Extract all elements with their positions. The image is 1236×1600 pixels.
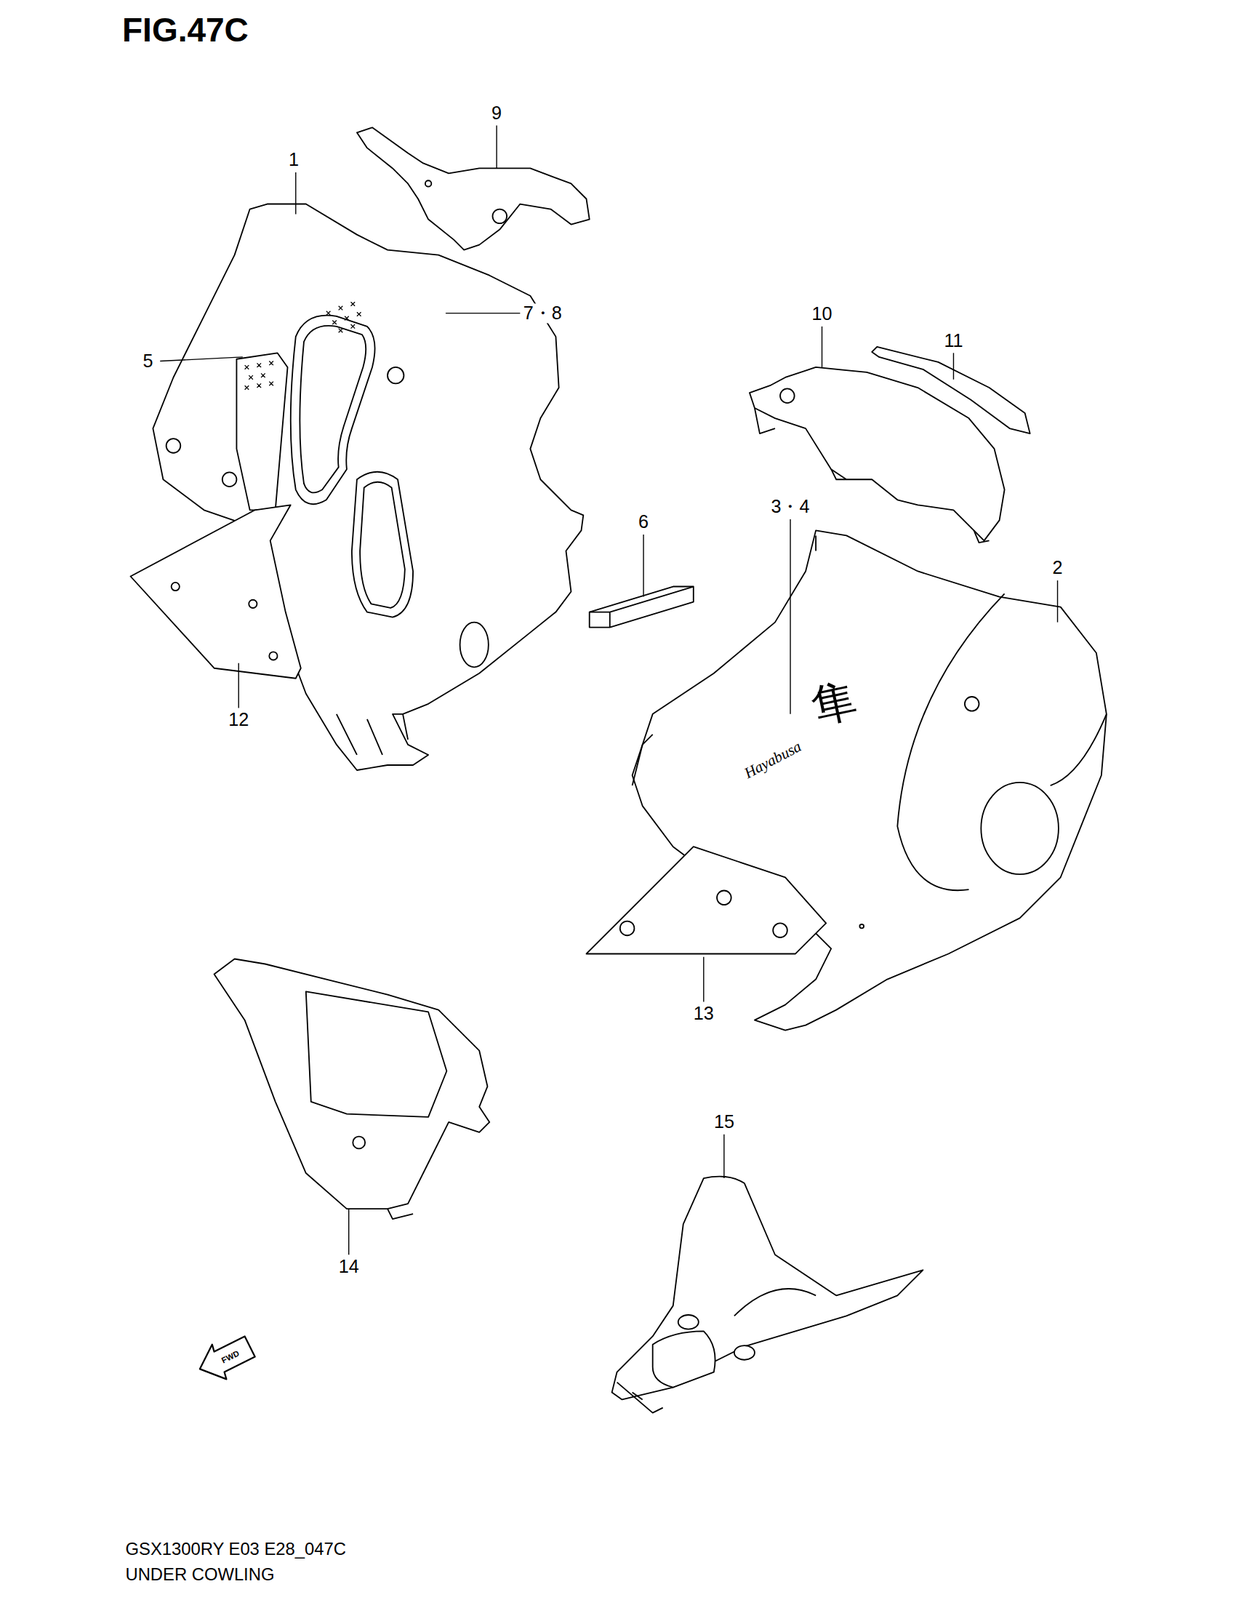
lower-cowling-part: [612, 1176, 924, 1413]
figure-caption: UNDER COWLING: [125, 1565, 275, 1583]
inner-cowling-part: [152, 204, 584, 770]
callout-number: 3・4: [769, 496, 811, 517]
callout-number: 7・8: [522, 303, 564, 323]
callout-number: 5: [141, 351, 155, 371]
decal-text: 隼: [807, 676, 861, 730]
lower-panel-part: [586, 846, 827, 954]
callout-number: 6: [636, 512, 650, 533]
callout-number: 12: [226, 710, 251, 730]
callout-number: 15: [712, 1111, 736, 1132]
callout-number: 11: [942, 330, 965, 351]
drawing-code: GSX1300RY E03 E28_047C: [125, 1539, 347, 1558]
side-panel-part: [130, 504, 302, 678]
callout-number: 2: [1050, 558, 1064, 579]
bracket-part: [356, 127, 590, 250]
callout-number: 13: [692, 1004, 716, 1024]
inner-lower-part: [214, 958, 491, 1219]
callout-number: 10: [809, 303, 834, 324]
leader-lines: [159, 125, 1058, 1255]
trim-strip-part: [871, 346, 1030, 434]
figure-title: FIG.47C: [122, 13, 249, 47]
under-cowling-part: [632, 530, 1107, 1030]
sponge-block-part: [589, 586, 694, 628]
callout-number: 14: [337, 1256, 361, 1276]
strip-part: [236, 352, 288, 510]
callout-number: 9: [490, 103, 504, 123]
forward-arrow: [199, 1335, 256, 1379]
callout-number: 1: [287, 150, 301, 171]
